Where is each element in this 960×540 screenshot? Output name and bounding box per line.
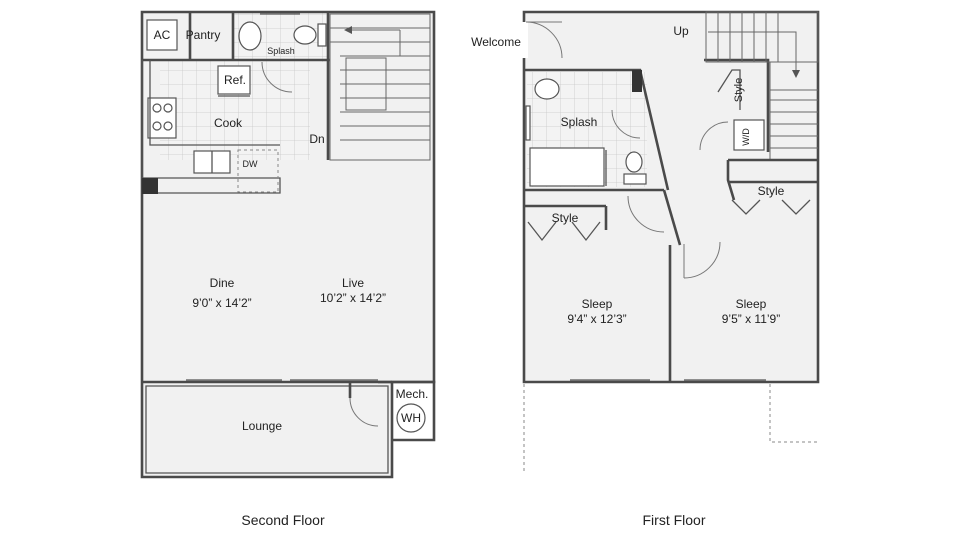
style-left-label: Style <box>552 211 579 225</box>
toilet-fixture <box>293 25 317 45</box>
up-label: Up <box>673 24 689 38</box>
sleep-right-size: 9’5” x 11’9” <box>722 312 780 326</box>
water-heater <box>396 403 426 433</box>
first-floor-plan <box>520 10 820 474</box>
wh-label: WH <box>401 411 421 425</box>
live-size: 10’2” x 14’2” <box>320 291 386 305</box>
mech-label: Mech. <box>396 387 429 401</box>
style-right-label: Style <box>758 184 785 198</box>
splash-label-second: Splash <box>267 46 295 56</box>
refrigerator <box>217 65 251 95</box>
dishwasher <box>237 149 279 193</box>
dine-label: Dine <box>210 276 235 290</box>
dn-label: Dn <box>309 132 324 146</box>
ref-label: Ref. <box>224 73 246 87</box>
dine-size: 9’0” x 14’2” <box>192 296 251 310</box>
wd-label: W/D <box>741 128 751 146</box>
first-floor-caption: First Floor <box>643 512 706 528</box>
sleep-right-label: Sleep <box>736 297 767 311</box>
staircase-second-floor <box>329 13 431 161</box>
ac-label: AC <box>154 28 171 42</box>
staircase-first-floor <box>705 11 819 160</box>
second-floor-plan <box>140 10 436 479</box>
welcome-label: Welcome <box>471 35 521 49</box>
washer-dryer <box>733 119 765 151</box>
cooktop <box>147 97 177 139</box>
bathtub <box>529 147 605 187</box>
sleep-left-label: Sleep <box>582 297 613 311</box>
pantry-label: Pantry <box>186 28 221 42</box>
style-closet-upper-label: Style <box>733 78 745 102</box>
cook-label: Cook <box>214 116 243 130</box>
live-label: Live <box>342 276 364 290</box>
ac-unit <box>146 19 178 51</box>
bath-toilet <box>625 151 643 173</box>
sink-fixture <box>238 21 262 51</box>
sleep-left-size: 9’4” x 12’3” <box>567 312 626 326</box>
lounge-label: Lounge <box>242 419 282 433</box>
splash-label-first: Splash <box>561 115 598 129</box>
second-floor-caption: Second Floor <box>241 512 325 528</box>
dw-label: DW <box>243 159 258 169</box>
bath-sink <box>534 78 560 100</box>
